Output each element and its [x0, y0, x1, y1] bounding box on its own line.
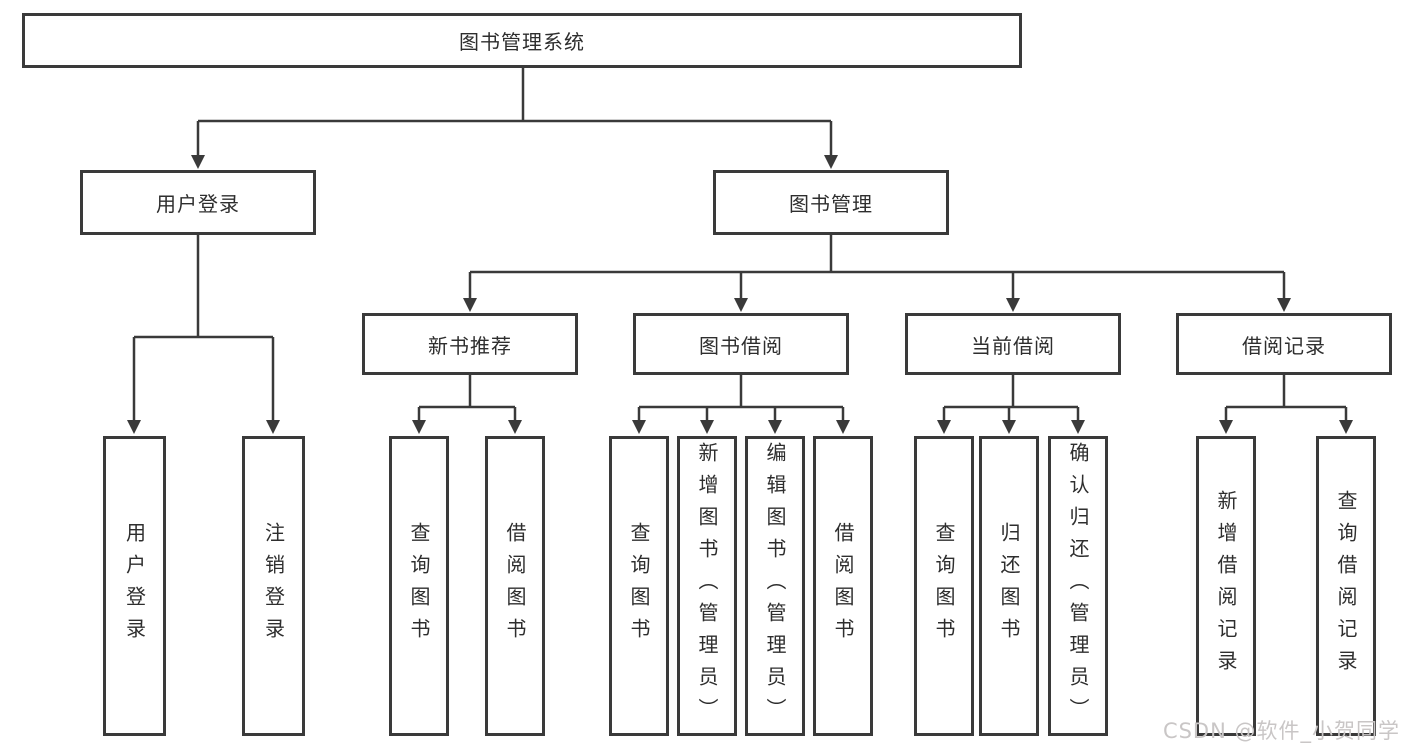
node-user-login-label: 用户登录	[156, 192, 240, 216]
leaf-borrow-query-books: 查询图书	[609, 436, 669, 736]
node-new-book-recommend: 新书推荐	[362, 313, 578, 375]
leaf-logout-label: 注销登录	[261, 522, 286, 650]
node-root-label: 图书管理系统	[459, 30, 585, 54]
node-current-borrow: 当前借阅	[905, 313, 1121, 375]
leaf-recommend-query-books: 查询图书	[389, 436, 449, 736]
node-book-borrow: 图书借阅	[633, 313, 849, 375]
leaf-add-books-admin: 新增图书（管理员）	[677, 436, 737, 736]
leaf-confirm-return-admin: 确认归还（管理员）	[1048, 436, 1108, 736]
leaf-user-login-label: 用户登录	[122, 522, 147, 650]
leaf-logout: 注销登录	[242, 436, 305, 736]
leaf-recommend-borrow-books: 借阅图书	[485, 436, 545, 736]
leaf-confirm-return-admin-label: 确认归还（管理员）	[1066, 442, 1090, 730]
leaf-add-books-admin-label: 新增图书（管理员）	[695, 442, 719, 730]
node-current-borrow-label: 当前借阅	[971, 333, 1055, 358]
leaf-query-borrow-record: 查询借阅记录	[1316, 436, 1376, 736]
leaf-add-borrow-record-label: 新增借阅记录	[1214, 490, 1238, 682]
node-book-borrow-label: 图书借阅	[699, 333, 783, 358]
leaf-return-books-label: 归还图书	[997, 522, 1021, 650]
leaf-current-query-books-label: 查询图书	[932, 522, 956, 650]
node-new-book-recommend-label: 新书推荐	[428, 333, 512, 358]
node-book-management-label: 图书管理	[789, 192, 873, 216]
leaf-recommend-borrow-books-label: 借阅图书	[503, 522, 527, 650]
node-user-login: 用户登录	[80, 170, 316, 235]
leaf-borrow-books: 借阅图书	[813, 436, 873, 736]
leaf-current-query-books: 查询图书	[914, 436, 974, 736]
leaf-borrow-books-label: 借阅图书	[831, 522, 855, 650]
watermark: CSDN @软件_小贺同学	[1162, 719, 1400, 743]
leaf-return-books: 归还图书	[979, 436, 1039, 736]
node-borrow-records: 借阅记录	[1176, 313, 1392, 375]
leaf-recommend-query-books-label: 查询图书	[407, 522, 431, 650]
node-borrow-records-label: 借阅记录	[1242, 333, 1326, 358]
leaf-user-login: 用户登录	[103, 436, 166, 736]
leaf-edit-books-admin-label: 编辑图书（管理员）	[763, 442, 787, 730]
node-book-management: 图书管理	[713, 170, 949, 235]
leaf-add-borrow-record: 新增借阅记录	[1196, 436, 1256, 736]
node-root: 图书管理系统	[22, 13, 1022, 68]
leaf-query-borrow-record-label: 查询借阅记录	[1334, 490, 1358, 682]
leaf-edit-books-admin: 编辑图书（管理员）	[745, 436, 805, 736]
leaf-borrow-query-books-label: 查询图书	[627, 522, 651, 650]
